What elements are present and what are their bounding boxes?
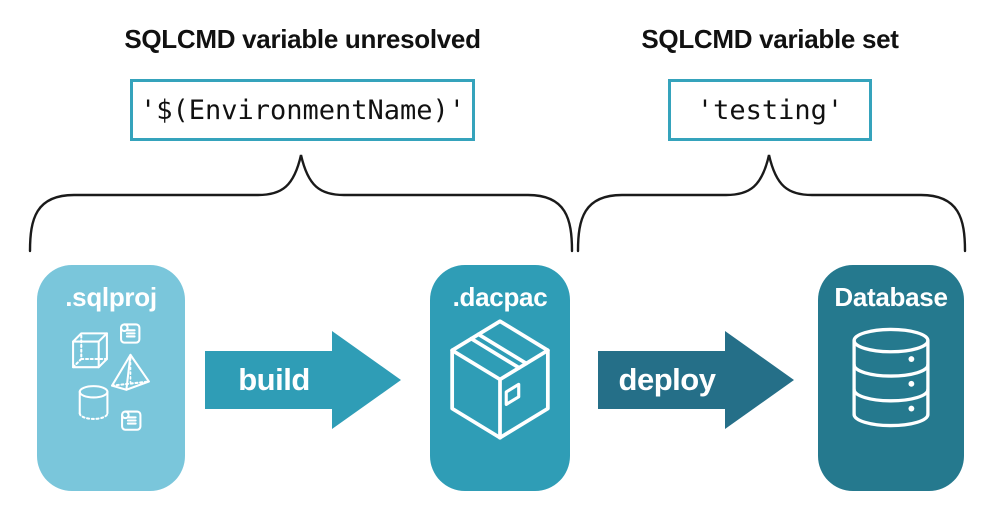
sql-objects-icon — [72, 323, 150, 431]
cylinder-icon — [78, 385, 109, 420]
build-arrow-shape — [205, 331, 401, 429]
scroll-icon — [120, 323, 141, 344]
node-sqlproj-label: .sqlproj — [65, 282, 157, 312]
sqlcmd-unresolved-heading: SQLCMD variable unresolved — [124, 24, 481, 54]
pyramid-icon — [111, 353, 150, 391]
environment-variable-code-box: '$(EnvironmentName)' — [130, 79, 475, 141]
node-database-label: Database — [834, 282, 948, 312]
database-icon — [852, 327, 930, 428]
deploy-arrow: deploy — [598, 330, 795, 430]
scroll-icon — [121, 410, 142, 431]
deploy-arrow-shape — [598, 331, 794, 429]
node-sqlproj: .sqlproj — [37, 265, 185, 491]
build-arrow-label: build — [238, 362, 310, 397]
build-arrow: build — [205, 330, 402, 430]
node-dacpac: .dacpac — [430, 265, 570, 491]
package-icon — [450, 319, 550, 440]
node-dacpac-label: .dacpac — [452, 282, 548, 312]
braces-graphic — [28, 154, 967, 253]
testing-value-code-box: 'testing' — [668, 79, 872, 141]
environment-variable-code-text: '$(EnvironmentName)' — [139, 94, 466, 126]
cube-icon — [72, 332, 108, 369]
left-brace — [28, 154, 574, 253]
node-database: Database — [818, 265, 964, 491]
testing-value-code-text: 'testing' — [696, 94, 844, 126]
deploy-arrow-label: deploy — [618, 362, 716, 397]
sqlcmd-set-heading: SQLCMD variable set — [641, 24, 899, 54]
right-brace — [576, 154, 967, 253]
